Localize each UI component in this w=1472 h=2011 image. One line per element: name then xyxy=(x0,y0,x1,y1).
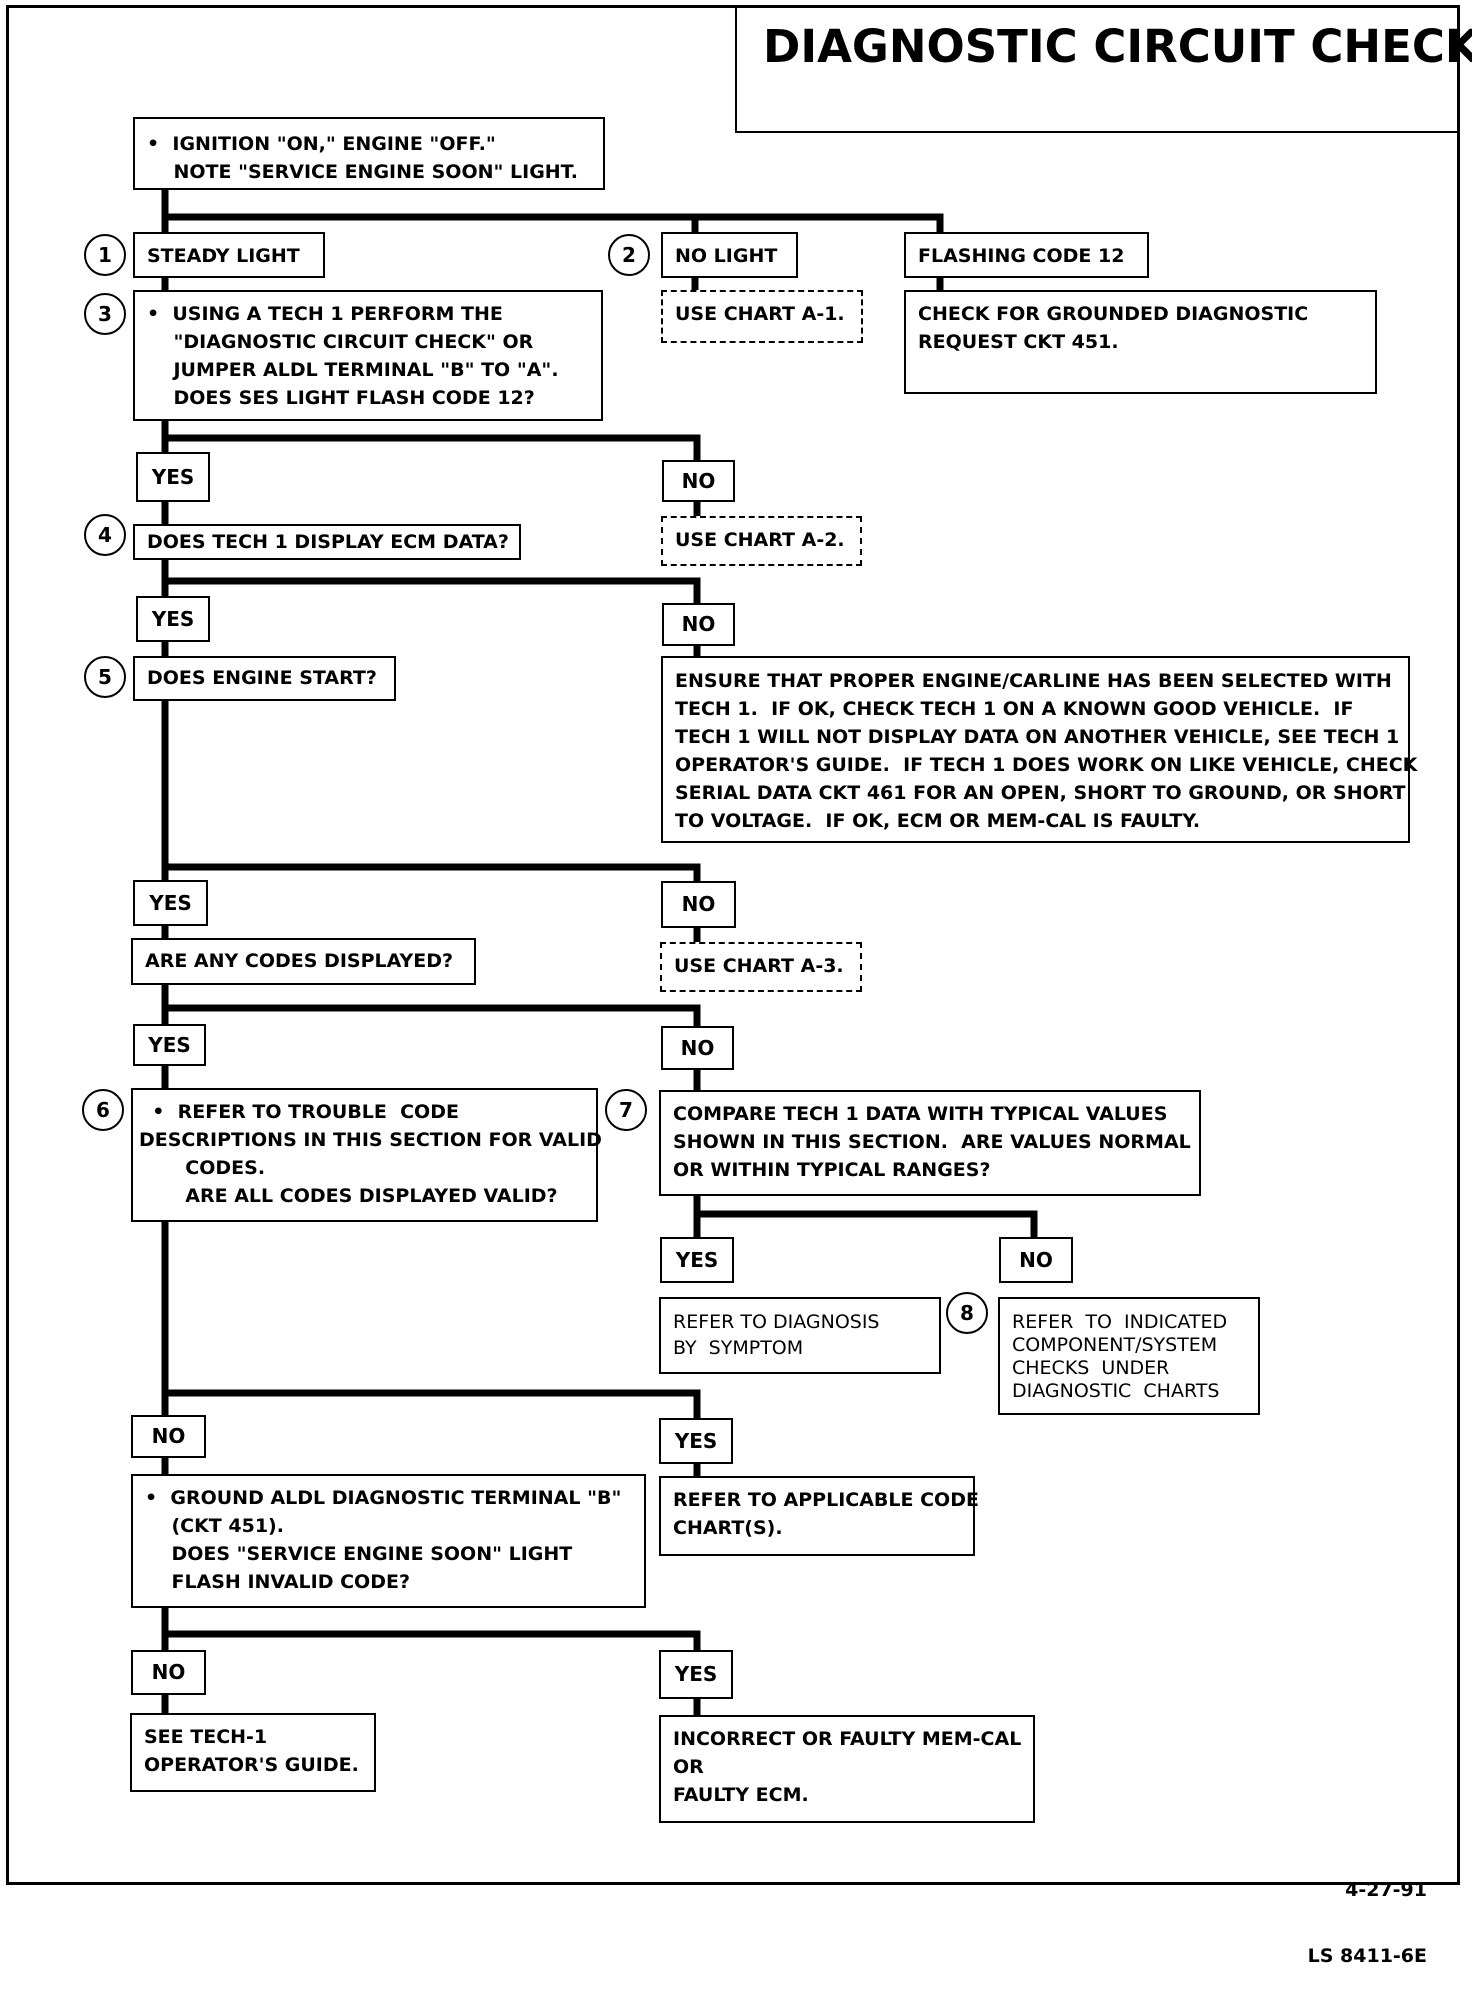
yes-label: YES xyxy=(659,1418,733,1464)
connector-start-branch xyxy=(161,694,701,885)
refer-trouble-step: • REFER TO TROUBLE CODE DESCRIPTIONS IN … xyxy=(131,1088,602,1222)
step-number-1: 1 xyxy=(84,234,126,276)
ground-aldl-step: • GROUND ALDL DIAGNOSTIC TERMINAL "B" (C… xyxy=(131,1474,646,1608)
stamp-code: LS 8411-6E xyxy=(1307,1945,1427,1967)
diagnostic-flowchart-page: DIAGNOSTIC CIRCUIT CHECK • IGNITION "ON,… xyxy=(6,5,1472,1967)
no-label: NO xyxy=(999,1237,1073,1283)
yes-label: YES xyxy=(133,880,208,926)
yes-label: YES xyxy=(133,1024,206,1066)
see-tech1-box: SEE TECH-1 OPERATOR'S GUIDE. xyxy=(130,1713,376,1792)
incorrect-memcal-box: INCORRECT OR FAULTY MEM-CAL OR FAULTY EC… xyxy=(659,1715,1035,1823)
refer-component-box: REFER TO INDICATED COMPONENT/SYSTEM CHEC… xyxy=(998,1297,1260,1415)
yes-label: YES xyxy=(136,452,210,502)
no-label: NO xyxy=(662,460,735,502)
connector-display-branch xyxy=(161,554,701,607)
use-chart-a1-box: USE CHART A-1. xyxy=(661,290,863,343)
refer-symptom-box: REFER TO DIAGNOSIS BY SYMPTOM xyxy=(659,1297,941,1374)
ignition-step: • IGNITION "ON," ENGINE "OFF." NOTE "SER… xyxy=(133,117,605,190)
engine-start-step: DOES ENGINE START? xyxy=(133,656,396,701)
steady-light-box: STEADY LIGHT xyxy=(133,232,325,278)
step-number-3: 3 xyxy=(84,293,126,335)
step-number-2: 2 xyxy=(608,234,650,276)
connector-ignition-branch xyxy=(161,184,944,236)
step-number-4: 4 xyxy=(84,514,126,556)
no-label: NO xyxy=(131,1650,206,1695)
page-title: DIAGNOSTIC CIRCUIT CHECK xyxy=(735,5,1472,133)
yes-label: YES xyxy=(136,596,210,642)
flow-connectors xyxy=(161,184,1038,1719)
grounded-request-box: CHECK FOR GROUNDED DIAGNOSTIC REQUEST CK… xyxy=(904,290,1377,394)
yes-label: YES xyxy=(660,1237,734,1283)
tech1-display-step: DOES TECH 1 DISPLAY ECM DATA? xyxy=(133,524,521,560)
yes-label: YES xyxy=(659,1650,733,1699)
step-number-6: 6 xyxy=(82,1089,124,1131)
refer-code-chart-box: REFER TO APPLICABLE CODE CHART(S). xyxy=(659,1476,979,1556)
no-label: NO xyxy=(661,1026,734,1070)
connector-check-branch xyxy=(161,414,701,464)
connector-codes-branch xyxy=(161,979,701,1030)
step-number-8: 8 xyxy=(946,1292,988,1334)
no-label: NO xyxy=(662,603,735,646)
stamp-date: 4-27-91 xyxy=(1345,1879,1427,1901)
connector-valid-branch xyxy=(161,1218,701,1422)
codes-displayed-step: ARE ANY CODES DISPLAYED? xyxy=(131,938,476,985)
step-number-7: 7 xyxy=(605,1089,647,1131)
no-label: NO xyxy=(131,1415,206,1458)
connector-compare-branch xyxy=(693,1189,1038,1241)
no-light-box: NO LIGHT xyxy=(661,232,798,278)
compare-tech1-step: COMPARE TECH 1 DATA WITH TYPICAL VALUES … xyxy=(659,1090,1201,1196)
page-frame xyxy=(6,5,1460,1885)
flashing-code-box: FLASHING CODE 12 xyxy=(904,232,1149,278)
use-chart-a3-box: USE CHART A-3. xyxy=(660,942,862,992)
ensure-engine-box: ENSURE THAT PROPER ENGINE/CARLINE HAS BE… xyxy=(661,656,1417,843)
tech1-check-step: • USING A TECH 1 PERFORM THE "DIAGNOSTIC… xyxy=(133,290,603,421)
use-chart-a2-box: USE CHART A-2. xyxy=(661,516,862,566)
document-stamp: 4-27-91 LS 8411-6E xyxy=(1308,1835,1427,2011)
no-label: NO xyxy=(661,881,736,928)
connector-ground-branch xyxy=(161,1602,701,1654)
step-number-5: 5 xyxy=(84,656,126,698)
